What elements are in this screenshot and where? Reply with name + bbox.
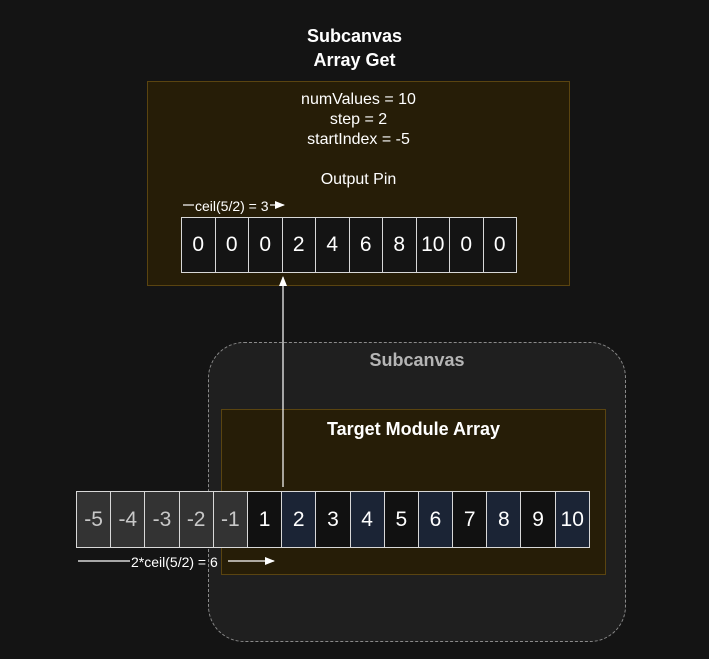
index-cell: -1 bbox=[212, 491, 248, 548]
input-offset-annotation: 2*ceil(5/2) = 6 bbox=[131, 554, 218, 570]
selected-index-cell: 2 bbox=[281, 491, 317, 548]
index-cell: 9 bbox=[520, 491, 556, 548]
param-step: step = 2 bbox=[329, 111, 388, 128]
output-value-cell: 4 bbox=[315, 217, 350, 273]
subcanvas-label: Subcanvas bbox=[369, 350, 465, 370]
target-module-array-label: Target Module Array bbox=[326, 419, 501, 439]
output-offset-annotation: ceil(5/2) = 3 bbox=[195, 198, 269, 214]
output-value-cell: 0 bbox=[482, 217, 517, 273]
output-pin-label: Output Pin bbox=[320, 171, 397, 188]
index-cell: -5 bbox=[76, 491, 112, 548]
output-value-cell: 0 bbox=[181, 217, 216, 273]
param-num-values: numValues = 10 bbox=[301, 91, 416, 108]
title-line-1: Subcanvas bbox=[306, 26, 403, 46]
output-value-cell: 0 bbox=[214, 217, 249, 273]
output-value-cell: 6 bbox=[348, 217, 383, 273]
index-cell: -4 bbox=[110, 491, 146, 548]
title-line-2: Array Get bbox=[313, 50, 396, 70]
diagram-title: Subcanvas Array Get bbox=[0, 24, 709, 72]
index-cell: -3 bbox=[144, 491, 180, 548]
selected-index-cell: 10 bbox=[554, 491, 590, 548]
index-cell: 3 bbox=[315, 491, 351, 548]
index-cell: -2 bbox=[178, 491, 214, 548]
param-start-index: startIndex = -5 bbox=[307, 131, 410, 148]
selected-index-cell: 6 bbox=[417, 491, 454, 548]
